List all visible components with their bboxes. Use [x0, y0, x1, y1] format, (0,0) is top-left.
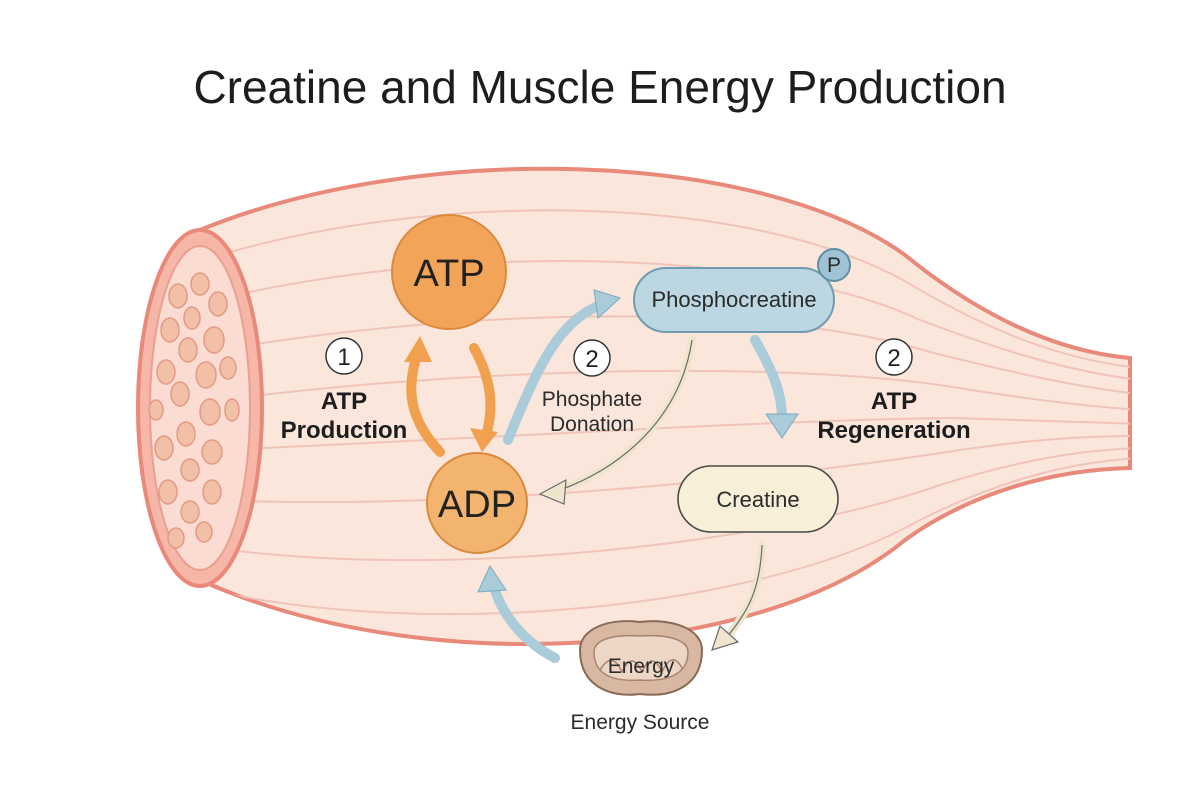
creatine-node: Creatine	[677, 465, 839, 533]
phosphocreatine-label: Phosphocreatine	[651, 287, 816, 312]
step-number-badge	[325, 337, 363, 375]
phosphocreatine-node: Phosphocreatine P	[633, 248, 851, 333]
step-number: 1	[337, 344, 350, 371]
arrow-creatine-to-energy	[711, 541, 766, 651]
muscle-fascicles	[148, 272, 240, 549]
atp-node: ATP	[391, 214, 507, 330]
atp-label: ATP	[413, 253, 484, 295]
step-subtitle: Regeneration	[817, 417, 970, 444]
step-phosphate-donation: 2 Phosphate Donation	[542, 339, 642, 436]
step-subtitle: Donation	[550, 413, 634, 436]
arrow-phosphocreatine-to-adp	[538, 336, 696, 505]
phosphate-badge-label: P	[827, 254, 841, 277]
step-number-badge	[573, 339, 611, 377]
adp-label: ADP	[438, 484, 516, 526]
energy-source-label: Energy Source	[571, 711, 710, 734]
adp-node: ADP	[426, 452, 528, 554]
creatine-label: Creatine	[716, 487, 799, 512]
step-title: ATP	[321, 388, 367, 415]
arrow-energy-to-adp	[477, 564, 560, 663]
energy-label: Energy	[608, 655, 675, 678]
page-title: Creatine and Muscle Energy Production	[193, 61, 1006, 113]
step-number-badge	[875, 338, 913, 376]
mitochondrion-icon: Energy	[578, 620, 704, 696]
step-number: 2	[585, 346, 598, 373]
step-subtitle: Production	[281, 417, 408, 444]
arrow-adp-to-atp	[404, 336, 445, 457]
arrow-adp-to-phosphocreatine	[503, 289, 621, 445]
phosphate-badge	[817, 248, 851, 282]
step-title: ATP	[871, 388, 917, 415]
step-title: Phosphate	[542, 388, 642, 411]
step-atp-production: 1 ATP Production	[281, 337, 408, 444]
arrow-atp-to-adp	[469, 343, 498, 452]
step-number: 2	[887, 345, 900, 372]
step-atp-regeneration: 2 ATP Regeneration	[817, 338, 971, 444]
arrow-phosphocreatine-to-creatine	[750, 335, 799, 439]
